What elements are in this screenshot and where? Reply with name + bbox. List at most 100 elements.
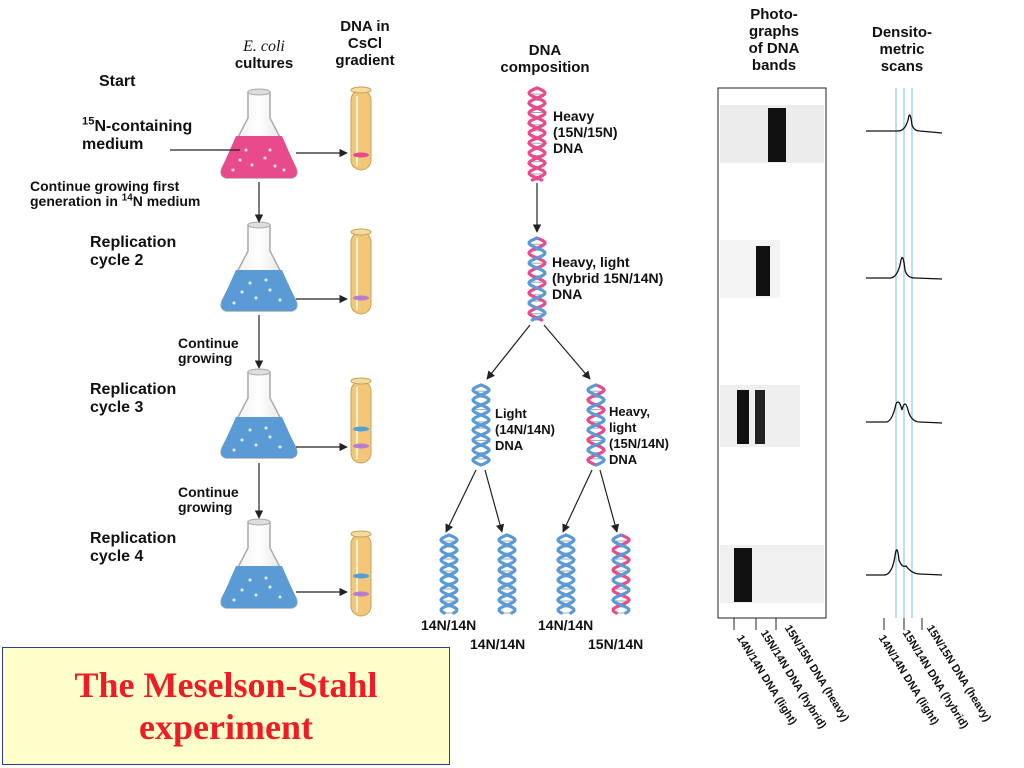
- helix-bottom-4-strand: [611, 533, 631, 615]
- helix-bottom-4-strand: [611, 533, 631, 615]
- dna-label-hybrid2-line1: Heavy,: [609, 404, 650, 419]
- slide-title: The Meselson-Stahl experiment: [74, 664, 377, 748]
- label-cycle4: Replication cycle 4: [90, 530, 176, 566]
- header-photographs: Photo- graphs of DNA bands: [724, 6, 824, 74]
- helix-hybrid-strand: [527, 236, 547, 322]
- label-continue-first-line2: generation in 14N medium: [30, 192, 200, 209]
- label-medium-line2: medium: [82, 136, 144, 153]
- helix-light-strand: [471, 383, 491, 467]
- dna-label-light: Light (14N/14N) DNA: [495, 406, 555, 454]
- label-cycle2-line1: Replication: [90, 234, 177, 251]
- dna-label-heavy-line2: (15N/15N): [553, 124, 618, 140]
- dna-label-heavy: Heavy (15N/15N) DNA: [553, 108, 618, 156]
- label-continue-growing-2-line1: Continue: [178, 484, 239, 500]
- label-start: Start: [99, 73, 136, 90]
- label-medium-line1: 15N-containing: [82, 116, 193, 136]
- tube-3: [350, 377, 372, 464]
- label-cycle3-line1: Replication: [90, 381, 177, 398]
- label-cycle3: Replication cycle 3: [90, 381, 176, 417]
- helix-bottom-3-strand: [556, 533, 576, 615]
- helix-hybrid-2-strand: [586, 383, 606, 467]
- pair-label-1: 14N/14N: [421, 617, 477, 633]
- scan-trace-2: [866, 256, 943, 280]
- helix-bottom-1-strand: [439, 533, 459, 615]
- tube-2: [350, 228, 372, 315]
- flow-arrows-left: [170, 149, 264, 519]
- header-photographs-line1: Photo-: [750, 6, 798, 23]
- label-medium: 15N-containing medium: [82, 116, 193, 154]
- flask-cycle2: [220, 221, 298, 312]
- helix-bottom-3-icon: [556, 533, 576, 615]
- header-cultures-italic: E. coli: [243, 38, 285, 55]
- flask-cycle3: [220, 368, 298, 459]
- label-continue-growing-1-line1: Continue: [178, 335, 239, 351]
- slide-title-line2: experiment: [139, 707, 313, 747]
- photo-panel: [717, 87, 827, 630]
- header-gradient-line3: gradient: [335, 52, 395, 69]
- slide-title-line1: The Meselson-Stahl: [74, 665, 378, 705]
- label-continue-growing-2: Continue growing: [178, 485, 239, 515]
- header-composition-line1: DNA: [528, 42, 562, 59]
- dna-flow-arrows: [445, 183, 620, 533]
- header-cultures-label: cultures: [234, 55, 294, 72]
- label-cycle2-line2: cycle 2: [90, 252, 144, 269]
- label-continue-first-text: generation in: [30, 193, 122, 209]
- header-composition: DNA composition: [480, 42, 610, 76]
- header-scans: Densito- metric scans: [852, 24, 952, 75]
- helix-bottom-3-strand: [556, 533, 576, 615]
- helix-bottom-2-strand: [497, 533, 517, 615]
- scan-trace-3: [866, 401, 943, 424]
- helix-bottom-2-strand: [497, 533, 517, 615]
- flask-cycle4: [220, 518, 298, 609]
- header-scans-line3: scans: [880, 58, 924, 75]
- helix-light-icon: [471, 383, 491, 467]
- header-composition-line2: composition: [500, 59, 590, 76]
- tube-4: [350, 530, 372, 617]
- dna-label-hybrid2-line4: DNA: [609, 452, 638, 467]
- dna-label-hybrid-line2: (hybrid 15N/14N): [552, 270, 664, 286]
- scan-trace-4: [866, 549, 943, 576]
- scan-trace-1: [866, 114, 943, 134]
- header-gradient-line1: DNA in: [340, 18, 390, 35]
- dna-label-light-line2: (14N/14N): [495, 422, 555, 437]
- tube-1: [350, 86, 372, 171]
- label-continue-first: Continue growing first generation in 14N…: [30, 179, 200, 209]
- flask-heavy: [220, 88, 298, 179]
- flask-to-tube-arrows: [296, 148, 348, 597]
- dna-label-hybrid2-line3: (15N/14N): [609, 436, 669, 451]
- dna-label-heavy-line1: Heavy: [553, 108, 595, 124]
- label-medium-text: N-containing: [94, 118, 193, 135]
- dna-label-hybrid2-line2: light: [609, 420, 637, 435]
- header-scans-line2: metric: [879, 41, 925, 58]
- helix-hybrid-strand: [527, 236, 547, 322]
- label-cycle4-line2: cycle 4: [90, 548, 144, 565]
- label-continue-growing-1-line2: growing: [178, 350, 233, 366]
- scan-panel: [866, 88, 943, 630]
- label-continue-growing-2-line2: growing: [178, 499, 233, 515]
- label-continue-first-line1: Continue growing first: [30, 178, 180, 194]
- header-scans-line1: Densito-: [872, 24, 932, 41]
- helix-hybrid-2-icon: [586, 383, 606, 467]
- title-box: The Meselson-Stahl experiment: [2, 647, 450, 765]
- header-photographs-line2: graphs: [748, 23, 799, 40]
- dna-label-heavy-line3: DNA: [553, 140, 584, 156]
- helix-hybrid-icon: [527, 236, 547, 322]
- dna-helices: [439, 86, 631, 615]
- label-continue-first-sup: 14: [121, 192, 133, 204]
- header-gradient-line2: CsCl: [347, 35, 383, 52]
- label-cycle3-line2: cycle 3: [90, 399, 144, 416]
- header-gradient: DNA in CsCl gradient: [320, 18, 410, 69]
- dna-label-hybrid: Heavy, light (hybrid 15N/14N) DNA: [552, 254, 663, 302]
- dna-label-light-line1: Light: [495, 406, 527, 421]
- header-photographs-line4: bands: [751, 57, 797, 74]
- pair-label-3: 14N/14N: [538, 617, 594, 633]
- dna-label-light-line3: DNA: [495, 438, 524, 453]
- header-photographs-line3: of DNA: [748, 40, 800, 57]
- pair-label-2: 14N/14N: [470, 636, 526, 652]
- dna-label-hybrid2: Heavy, light (15N/14N) DNA: [609, 404, 669, 468]
- label-continue-growing-1: Continue growing: [178, 336, 239, 366]
- helix-bottom-2-icon: [497, 533, 517, 615]
- dna-label-hybrid-line3: DNA: [552, 286, 583, 302]
- label-cycle4-line1: Replication: [90, 530, 177, 547]
- helix-heavy-icon: [527, 86, 547, 182]
